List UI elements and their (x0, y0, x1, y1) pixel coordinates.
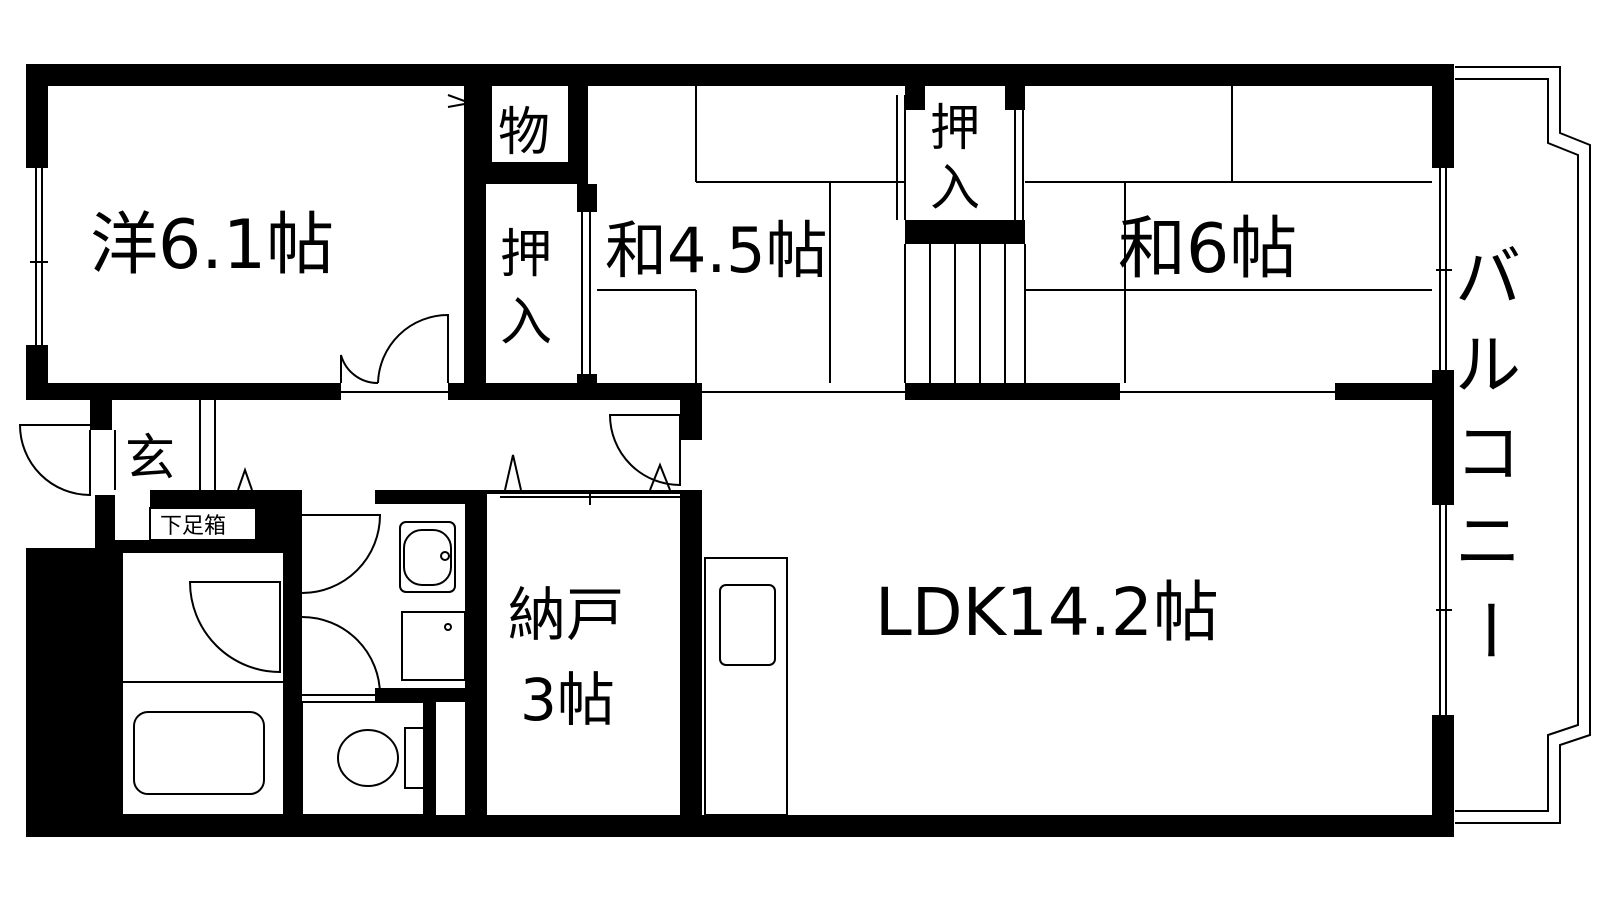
svg-text:押: 押 (930, 99, 980, 157)
label-japanese-room-small: 和4.5帖 (605, 214, 828, 287)
balcony-outline (1455, 66, 1591, 824)
svg-text:納戸: 納戸 (508, 581, 624, 649)
balcony-char: ー (1450, 597, 1527, 663)
balcony-char: コ (1455, 415, 1521, 492)
svg-text:入: 入 (930, 159, 980, 217)
balcony-char: ニ (1455, 503, 1521, 580)
label-western-room: 洋6.1帖 (90, 206, 334, 285)
svg-text:3帖: 3帖 (520, 666, 615, 734)
walls (26, 64, 1454, 837)
label-japanese-room-large: 和6帖 (1118, 210, 1297, 289)
svg-text:入: 入 (500, 293, 552, 353)
label-closet-left: 押 入 (500, 225, 552, 353)
label-ldk: LDK14.2帖 (875, 574, 1219, 651)
arrow-markers (237, 94, 671, 491)
balcony-char: バ (1455, 239, 1521, 316)
label-closet-top: 押 入 (930, 99, 980, 217)
label-storeroom: 納戸 3帖 (508, 581, 624, 734)
balcony-char: ル (1455, 327, 1521, 404)
label-shoe-box: 下足箱 (160, 514, 226, 539)
svg-text:押: 押 (500, 225, 552, 285)
label-entrance: 玄 (125, 429, 175, 487)
label-storage: 物 (498, 103, 550, 163)
fixture-lines (30, 86, 1452, 816)
door-swings (18, 313, 681, 696)
